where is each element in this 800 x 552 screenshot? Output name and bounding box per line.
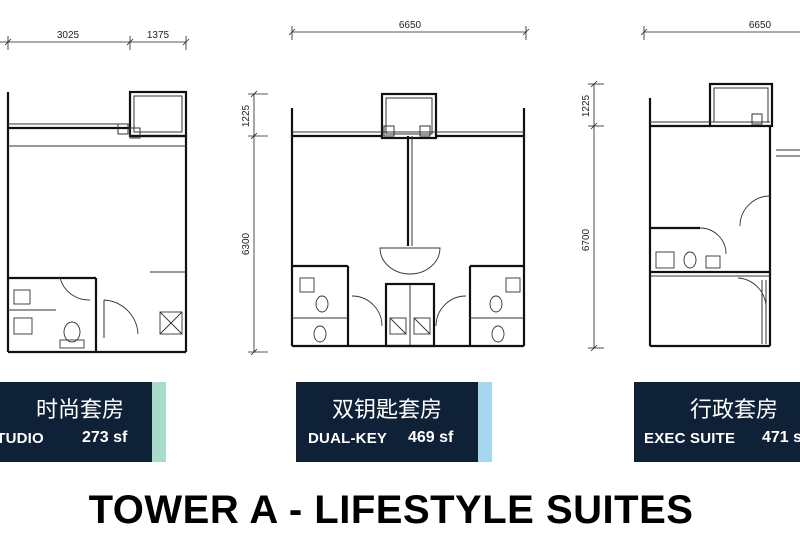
dual-key-area: 469 sf: [408, 429, 454, 446]
exec-suite-name-en: EXEC SUITE: [644, 430, 736, 447]
dual-key-floor-plan: 6650 1225 6300: [241, 20, 530, 356]
exec-suite-name-cn: 行政套房: [690, 398, 779, 423]
page-title: TOWER A - LIFESTYLE SUITES: [88, 488, 694, 532]
exec-dim-depth: 6700: [581, 228, 592, 251]
dual-key-accent-bar: [478, 382, 492, 462]
studio-accent-bar: [152, 382, 166, 462]
studio-dim-balcony: 1375: [147, 30, 170, 41]
dual-key-name-cn: 双钥匙套房: [332, 398, 443, 423]
exec-suite-floor-plan: 6650 1225 6700: [581, 20, 800, 352]
dual-key-dim-depth: 6300: [241, 232, 252, 255]
dual-key-unit-label: 双钥匙套房 DUAL-KEY 469 sf: [296, 382, 492, 462]
studio-name-cn: 时尚套房: [36, 398, 125, 423]
studio-area: 273 sf: [82, 429, 128, 446]
dual-key-name-en: DUAL-KEY: [308, 430, 388, 447]
studio-unit-label: 时尚套房 STUDIO 273 sf: [0, 382, 166, 462]
exec-suite-unit-label: 行政套房 EXEC SUITE 471 sf: [634, 382, 800, 462]
studio-dim-width: 3025: [57, 30, 80, 41]
studio-name-en: STUDIO: [0, 430, 44, 447]
dual-key-dim-width: 6650: [399, 20, 422, 31]
studio-floor-plan: 3025 1375: [0, 30, 190, 354]
exec-dim-balcony: 1225: [581, 94, 592, 117]
exec-dim-width: 6650: [749, 20, 772, 31]
exec-suite-area: 471 sf: [762, 429, 800, 446]
dual-key-dim-balcony: 1225: [241, 104, 252, 127]
